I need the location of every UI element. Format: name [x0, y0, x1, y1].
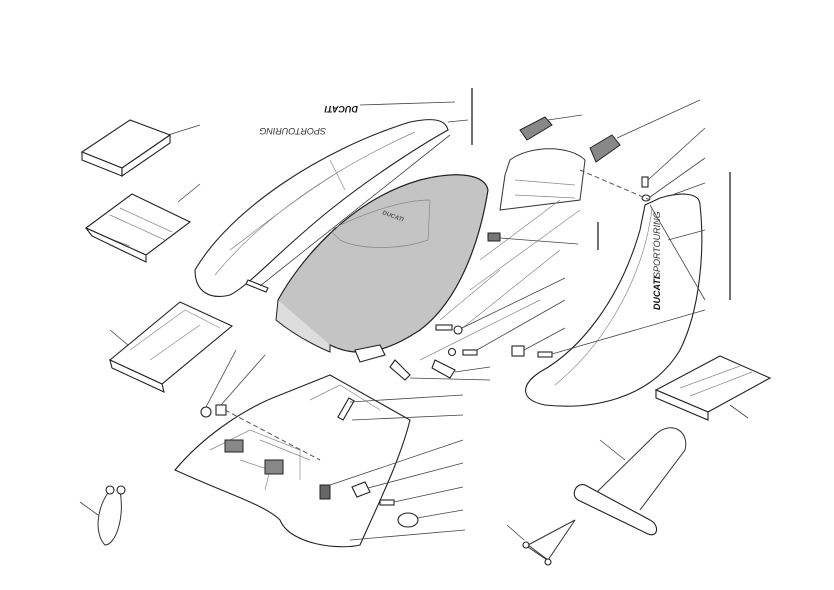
u-lock[interactable] [573, 427, 687, 536]
left-decal-brand: DUCATI [324, 104, 358, 114]
bolts-washers[interactable] [354, 277, 706, 381]
seat-lock-bracket[interactable] [108, 301, 234, 393]
nut-washer[interactable] [200, 349, 266, 418]
seat-cover-bag-right[interactable] [654, 355, 772, 421]
right-decal-brand: DUCATI [652, 276, 662, 310]
helmet-cable[interactable] [79, 485, 126, 546]
seat[interactable]: DUCATI [275, 174, 489, 353]
left-decal-model: SPORTOURING [259, 126, 326, 136]
manual-book[interactable] [80, 119, 201, 178]
screw-right[interactable] [641, 127, 706, 202]
assembly-guide-lines [224, 169, 651, 461]
undertray-fasteners[interactable] [319, 394, 464, 528]
lock-key[interactable] [506, 519, 576, 566]
right-decal-model: SPORTOURING [652, 211, 662, 278]
seat-cover-bag[interactable] [84, 183, 201, 263]
left-cover-bolt[interactable] [245, 134, 451, 293]
right-tail-cover[interactable]: DUCATI SPORTOURING [525, 182, 706, 407]
rubber-buffer-right[interactable] [589, 99, 701, 163]
left-tail-cover[interactable]: DUCATI SPORTOURING [194, 101, 469, 297]
subframe [419, 148, 586, 361]
rubber-buffer-left[interactable] [519, 114, 583, 141]
clip[interactable] [487, 232, 579, 245]
undertray[interactable] [174, 374, 466, 548]
